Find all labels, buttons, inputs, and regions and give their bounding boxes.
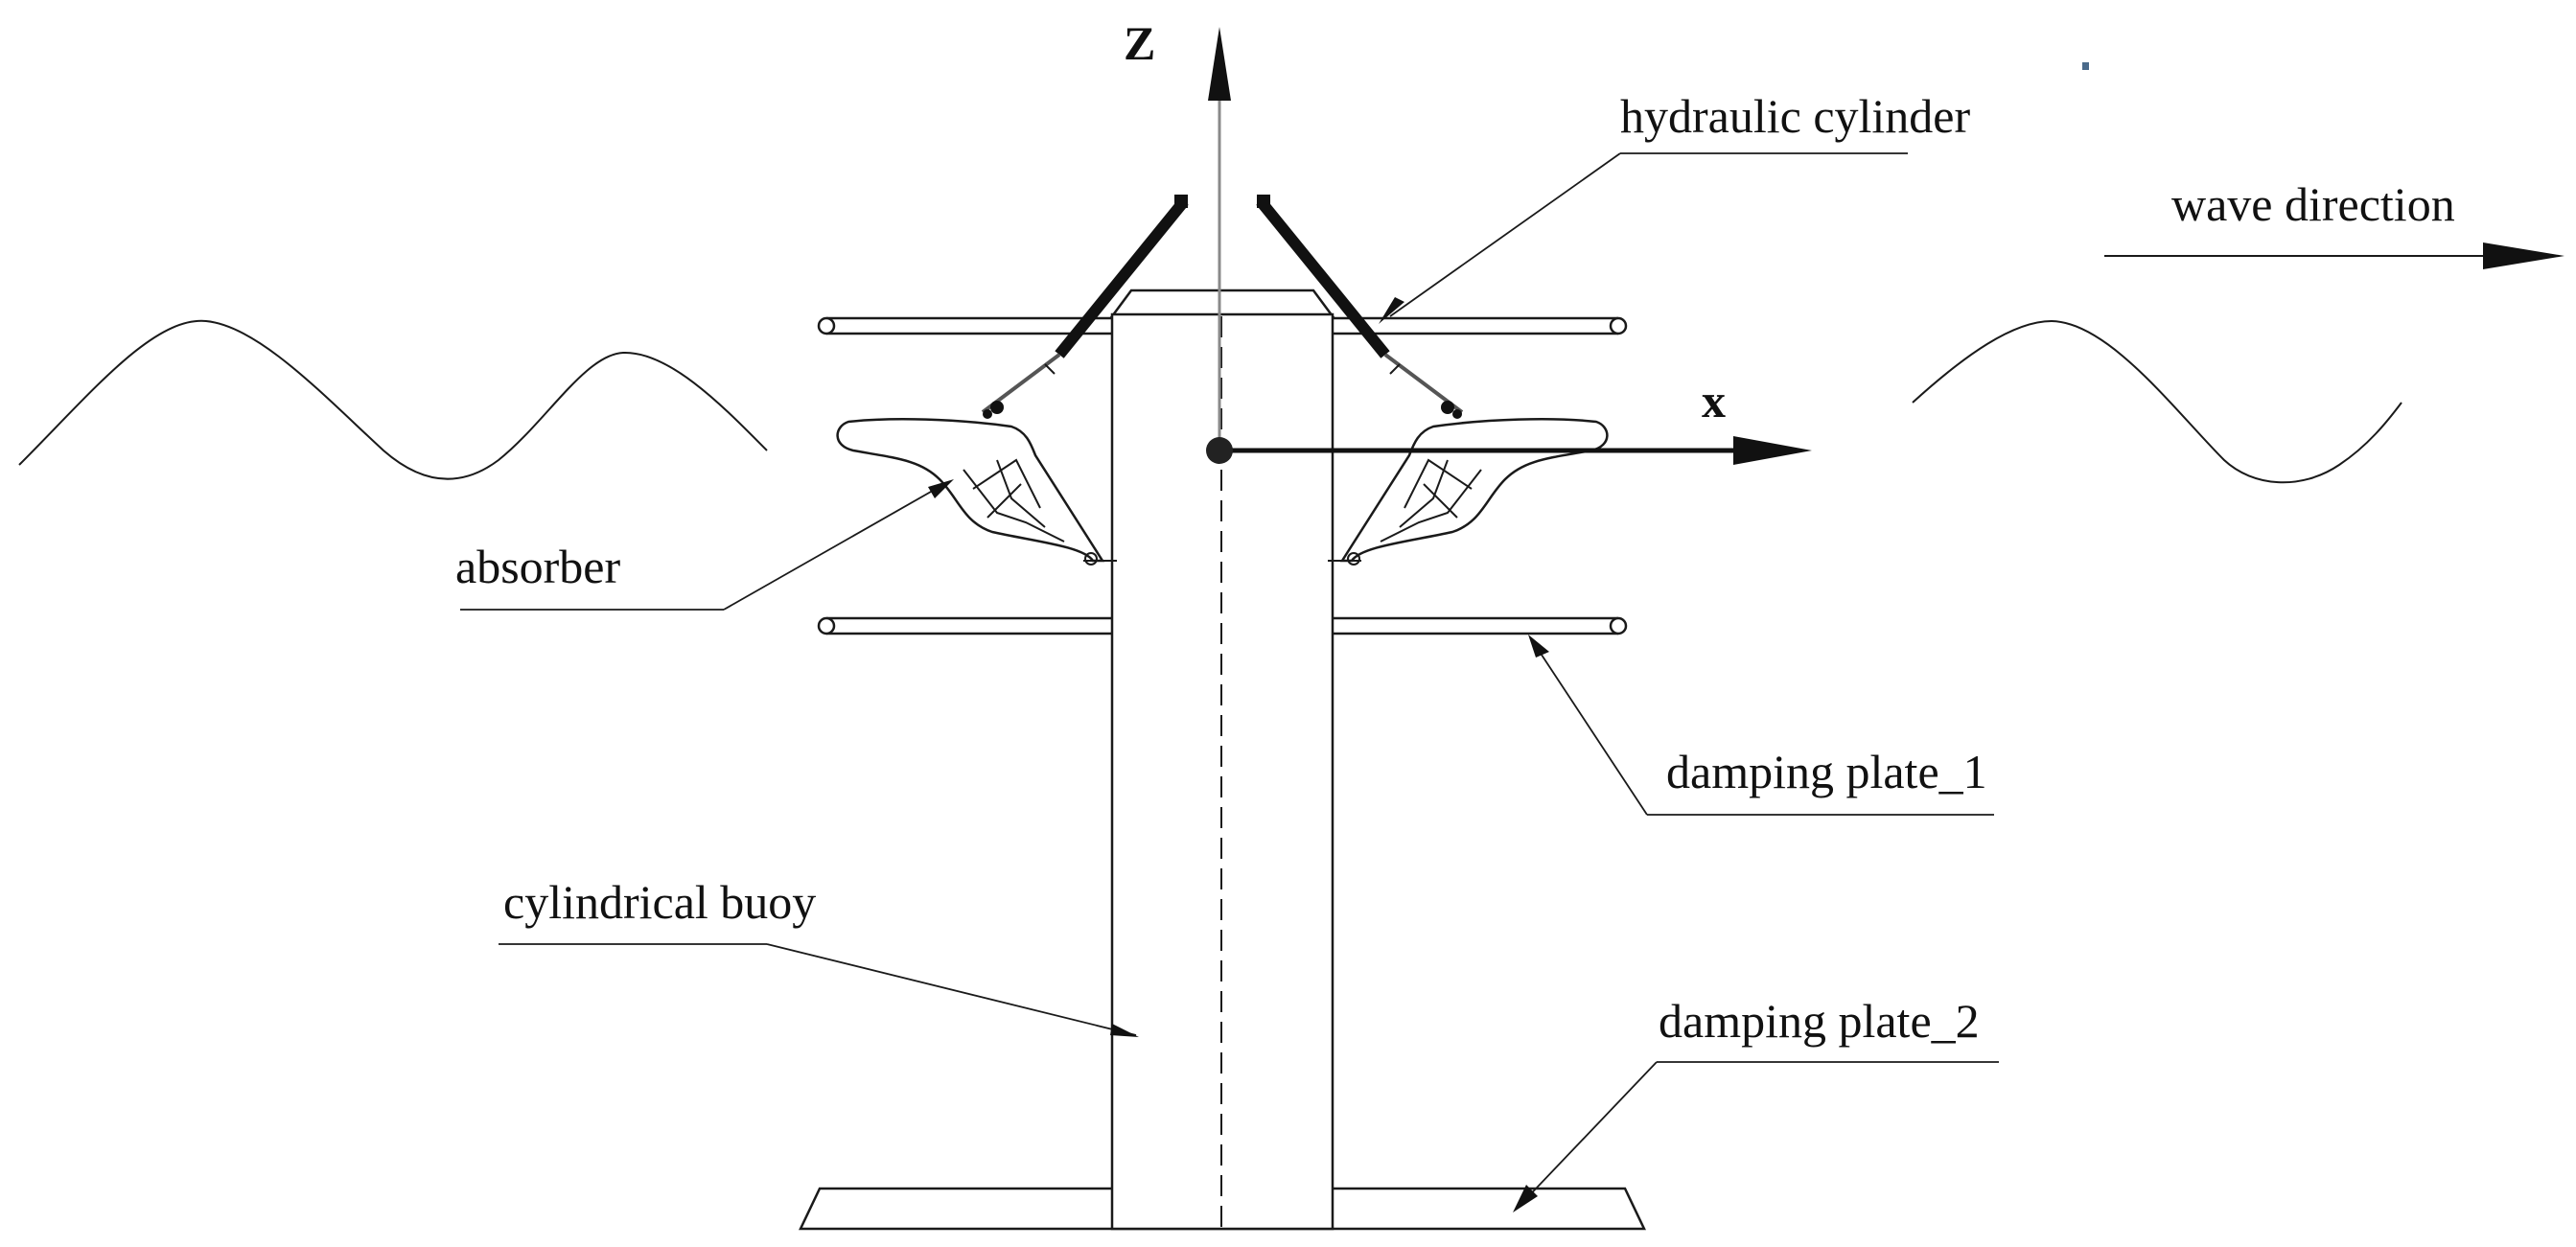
- leader-cylindrical-buoy: [766, 943, 1137, 1036]
- wave-right: [1912, 319, 2402, 484]
- leader-hydraulic-cylinder-arrow: [1379, 297, 1404, 324]
- absorber-right-shape: [1328, 418, 1609, 566]
- label-damping-plate-1: damping plate_1: [1666, 745, 1987, 798]
- leader-damping-plate-2: [1519, 1061, 1658, 1207]
- z-axis-arrow-head: [1208, 27, 1231, 101]
- origin-point: [1206, 437, 1233, 464]
- label-cylindrical-buoy: cylindrical buoy: [503, 875, 816, 929]
- label-absorber: absorber: [455, 540, 620, 593]
- small-square-mark: [2082, 62, 2089, 70]
- wave-left: [18, 319, 768, 480]
- leader-damping-plate-1-arrow: [1528, 635, 1549, 658]
- z-axis-label: Z: [1124, 16, 1155, 70]
- label-damping-plate-2: damping plate_2: [1659, 994, 1980, 1048]
- hydraulic-cylinder-left-shape: [981, 195, 1189, 419]
- leader-damping-plate-1: [1531, 639, 1648, 816]
- label-wave-direction: wave direction: [2171, 177, 2455, 231]
- cylindrical-buoy-shape: [1110, 312, 1334, 1231]
- leader-absorber-arrow: [928, 479, 954, 498]
- buoy-top-cap: [1109, 289, 1335, 318]
- wave-direction-arrow-head: [2483, 242, 2564, 269]
- absorber-left-shape: [836, 418, 1117, 566]
- leader-cylindrical-buoy-arrow: [1110, 1024, 1139, 1037]
- leader-absorber: [723, 483, 945, 611]
- label-hydraulic-cylinder: hydraulic cylinder: [1620, 89, 1970, 143]
- hydraulic-cylinder-right-shape: [1256, 195, 1464, 419]
- x-axis-label: x: [1702, 374, 1726, 427]
- leader-damping-plate-2-arrow: [1513, 1185, 1538, 1212]
- leader-hydraulic-cylinder: [1389, 152, 1621, 317]
- x-axis-arrow-head: [1733, 436, 1812, 465]
